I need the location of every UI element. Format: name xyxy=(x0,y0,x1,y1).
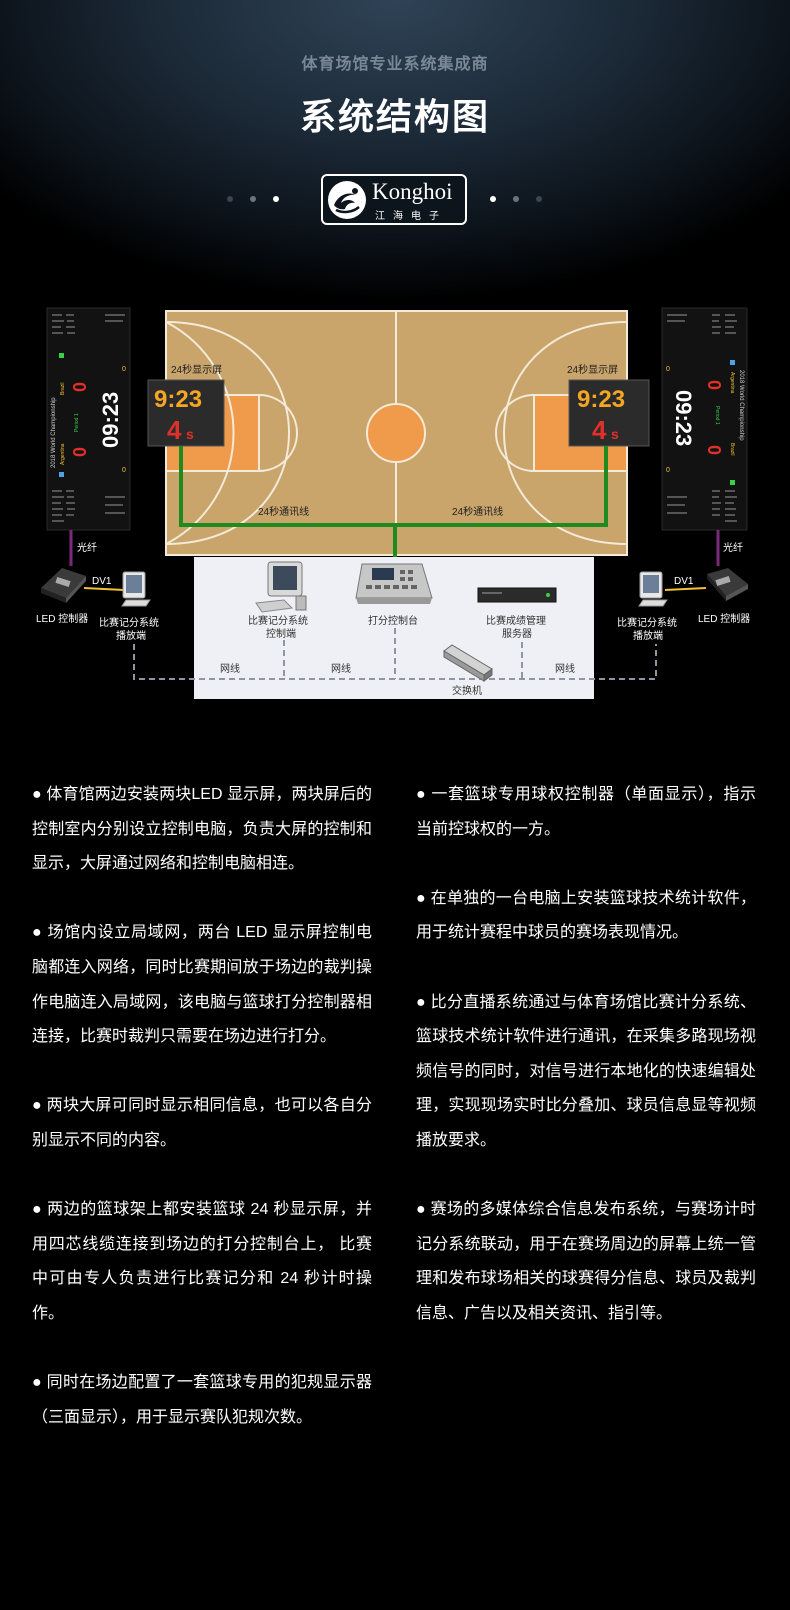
network-label-1: 网线 xyxy=(220,662,240,675)
server-label-2: 服务器 xyxy=(502,627,532,640)
control-end-label-2: 控制端 xyxy=(266,627,296,640)
led-controller-right-icon xyxy=(707,568,748,601)
left-screen-title: 2018 World Championship xyxy=(51,397,57,468)
dot xyxy=(250,196,256,202)
shot-clock-unit-left: s xyxy=(186,426,194,442)
control-pc-icon xyxy=(255,561,307,613)
left-screen-fouls-a: 0 xyxy=(122,467,126,474)
left-screen-team-a: Argentina xyxy=(60,443,66,465)
logo-wordmark: Konghoi xyxy=(372,179,453,204)
led-screen-left: 2018 World Championship Argentina Brazil… xyxy=(46,307,131,531)
dvi-line-left xyxy=(83,587,125,591)
right-screen-clock: 09:23 xyxy=(671,390,696,446)
konghoi-logo: Konghoi 江海电子 xyxy=(321,174,467,225)
description-paragraph: ● 在单独的一台电脑上安装篮球技术统计软件，用于统计赛程中球员的赛场表现情况。 xyxy=(416,889,756,942)
network-label-2: 网线 xyxy=(331,662,351,675)
shot-clock-seconds-right: 4 xyxy=(592,415,607,445)
comm-line-label-right: 24秒通讯线 xyxy=(452,505,503,518)
right-screen-title: 2018 World Championship xyxy=(738,370,744,441)
logo-chinese: 江海电子 xyxy=(375,211,447,222)
description-paragraph: ● 同时在场边配置了一套篮球专用的犯规显示器（三面显示），用于显示赛队犯规次数。 xyxy=(32,1374,372,1426)
right-screen-team-b: Brazil xyxy=(729,443,735,456)
fiber-label-left: 光纤 xyxy=(77,541,97,554)
fiber-label-right: 光纤 xyxy=(723,541,743,554)
left-screen-period: Period 1 xyxy=(74,413,80,432)
decorative-dots-left xyxy=(227,196,279,202)
shot-clock-label-right: 24秒显示屏 xyxy=(567,363,618,376)
dot xyxy=(513,196,519,202)
led-screen-right: 2018 World Championship Argentina Brazil… xyxy=(661,307,748,531)
network-switch-icon xyxy=(443,644,493,682)
wave-logo-icon xyxy=(328,181,366,219)
comm-line-label-left: 24秒通讯线 xyxy=(258,505,309,518)
description-paragraph: ● 体育馆两边安装两块LED 显示屏，两块屏后的控制室内分别设立控制电脑，负责大… xyxy=(32,786,372,873)
dot xyxy=(490,196,496,202)
left-screen-fouls-b: 0 xyxy=(122,366,126,373)
left-screen-clock: 09:23 xyxy=(98,392,123,448)
page-subtitle: 体育场馆专业系统集成商 xyxy=(301,56,489,73)
playback-pc-right-icon xyxy=(638,571,668,607)
shot-clock-left: 9:23 4 s xyxy=(147,379,225,447)
playback-label-right-2: 播放端 xyxy=(633,629,663,642)
shot-clock-right: 9:23 4 s xyxy=(568,379,650,447)
network-label-3: 网线 xyxy=(555,662,575,675)
shot-clock-time-left: 9:23 xyxy=(154,386,202,413)
playback-label-left-2: 播放端 xyxy=(116,629,146,642)
right-screen-team-a: Argentina xyxy=(729,372,735,394)
scoring-console-icon xyxy=(355,563,433,604)
left-screen-score-a: 0 xyxy=(70,447,90,457)
description-paragraph: ● 赛场的多媒体综合信息发布系统，与赛场计时记分系统联动，用于在赛场周边的屏幕上… xyxy=(416,1201,756,1322)
shot-clock-label-left: 24秒显示屏 xyxy=(171,363,222,376)
server-label-1: 比赛成绩管理 xyxy=(486,614,546,627)
dot xyxy=(227,196,233,202)
playback-pc-left-icon xyxy=(121,571,151,607)
shot-clock-seconds-left: 4 xyxy=(167,415,182,445)
dvi-line-right xyxy=(664,587,707,591)
right-screen-fouls-b: 0 xyxy=(666,467,670,474)
decorative-dots-right xyxy=(490,196,542,202)
description-left-column: ● 体育馆两边安装两块LED 显示屏，两块屏后的控制室内分别设立控制电脑，负责大… xyxy=(32,778,372,1470)
description-paragraph: ● 场馆内设立局域网，两台 LED 显示屏控制电脑都连入网络，同时比赛期间放于场… xyxy=(32,924,372,1046)
right-screen-score-b: 0 xyxy=(704,445,724,455)
dot xyxy=(536,196,542,202)
right-screen-score-a: 0 xyxy=(704,380,724,390)
shot-clock-time-right: 9:23 xyxy=(577,386,625,413)
left-screen-score-b: 0 xyxy=(70,382,90,392)
right-screen-period: Period 1 xyxy=(714,406,720,425)
server-icon xyxy=(477,587,557,603)
dot xyxy=(273,196,279,202)
playback-label-left-1: 比赛记分系统 xyxy=(99,616,159,629)
description-paragraph: ● 比分直播系统通过与体育场馆比赛计分系统、篮球技术统计软件进行通讯，在采集多路… xyxy=(416,993,756,1149)
network-lines xyxy=(133,628,657,680)
description-paragraph: ● 两块大屏可同时显示相同信息，也可以各自分别显示不同的内容。 xyxy=(32,1097,372,1149)
basketball-court xyxy=(165,310,628,556)
dvi-label-right: DV1 xyxy=(674,576,694,587)
right-screen-fouls-a: 0 xyxy=(666,366,670,373)
description-paragraph: ● 两边的篮球架上都安装篮球 24 秒显示屏，并用四芯线缆连接到场边的打分控制台… xyxy=(32,1201,372,1322)
control-end-label-1: 比赛记分系统 xyxy=(248,614,308,627)
scoring-console-label: 打分控制台 xyxy=(368,614,418,627)
system-structure-diagram: 2018 World Championship Argentina Brazil… xyxy=(36,307,750,699)
shot-clock-unit-right: s xyxy=(611,426,619,442)
playback-label-right-1: 比赛记分系统 xyxy=(617,616,677,629)
left-screen-team-b: Brazil xyxy=(60,382,66,395)
page-title: 系统结构图 xyxy=(299,96,490,137)
dvi-label-left: DV1 xyxy=(92,576,112,587)
header-banner xyxy=(0,0,790,300)
description-paragraph: ● 一套篮球专用球权控制器（单面显示），指示当前控球权的一方。 xyxy=(416,786,756,838)
led-controller-label-left: LED 控制器 xyxy=(36,612,88,625)
led-controller-label-right: LED 控制器 xyxy=(698,612,750,625)
switch-label: 交换机 xyxy=(452,684,482,697)
shot-clock-comm-lines xyxy=(179,446,608,562)
description-right-column: ● 一套篮球专用球权控制器（单面显示），指示当前控球权的一方。 ● 在单独的一台… xyxy=(416,778,756,1366)
led-controller-left-icon xyxy=(41,568,86,603)
